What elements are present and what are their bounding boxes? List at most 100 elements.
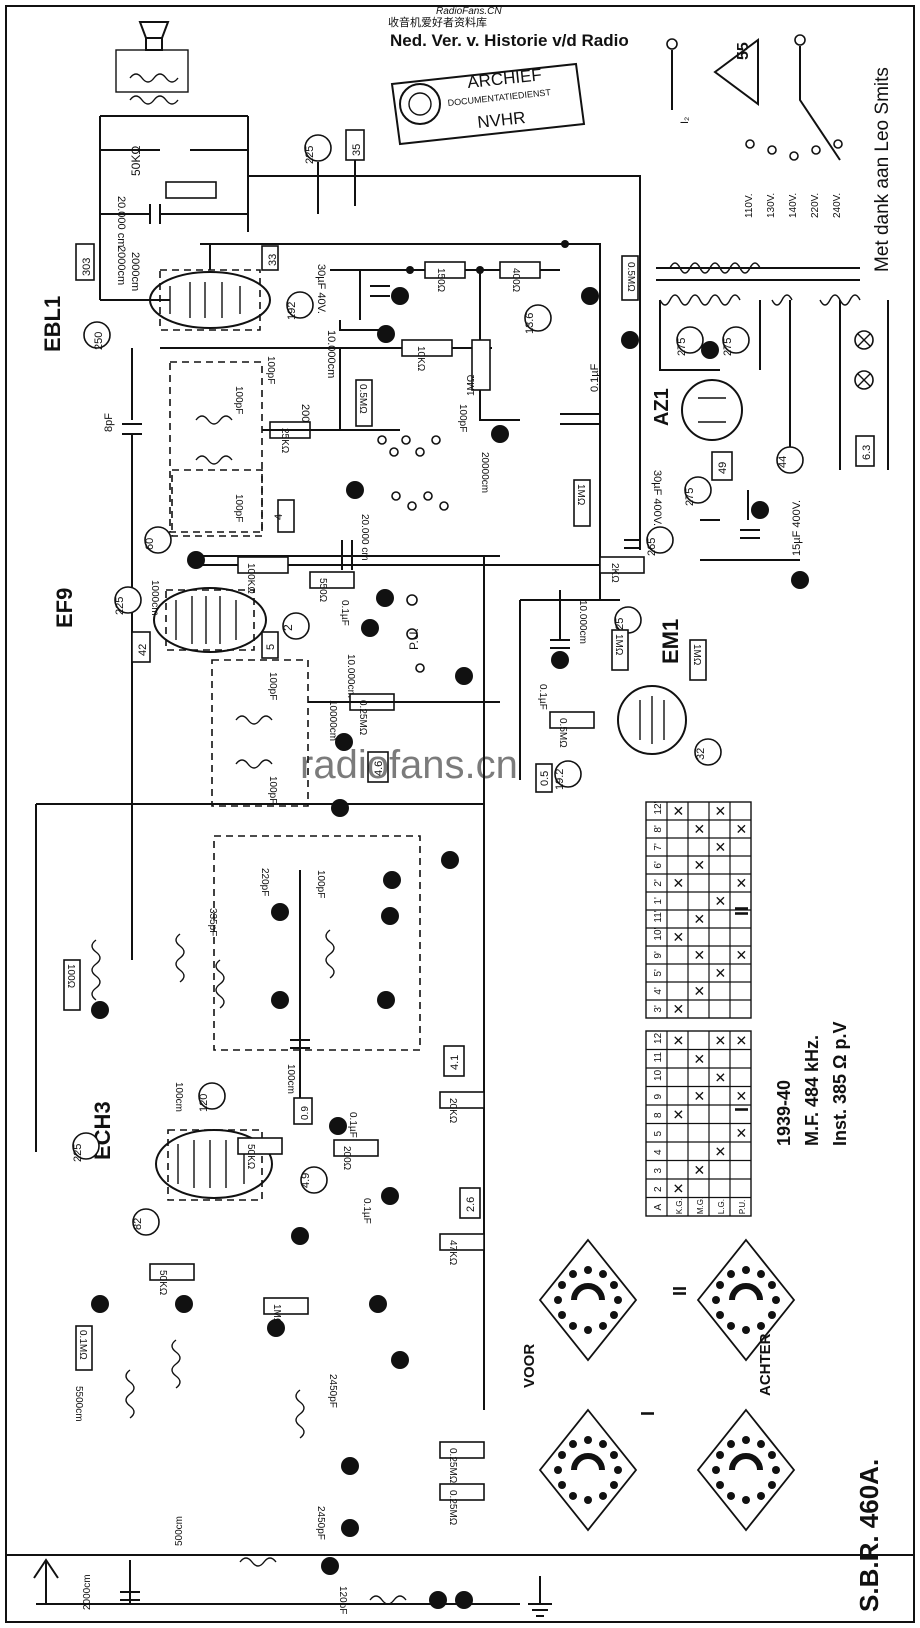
table-header: 1': [653, 897, 664, 905]
tube-label-ebl1: EBL1: [40, 296, 65, 352]
c-01uf-ef9: 0.1µF: [339, 600, 350, 626]
info-mf: M.F. 484 kHz.: [802, 1035, 822, 1146]
tube-az1: [681, 379, 743, 441]
r-550-label: 550Ω: [317, 578, 328, 603]
table-row-label: L.G.: [717, 1199, 726, 1214]
v-circle-120: 120: [198, 1094, 210, 1112]
wafer-contact: [716, 1281, 725, 1289]
r-1m2-label: 1MΩ: [575, 484, 586, 506]
watermark-cn: 收音机爱好者资料库: [388, 15, 487, 29]
tube-ebl1: [149, 269, 271, 331]
r-1m3-label: 1MΩ: [613, 634, 624, 656]
wafer-contact: [558, 1481, 567, 1489]
svg-text:55: 55: [735, 42, 752, 60]
wafer-contact: [558, 1311, 567, 1319]
tube-em1: [617, 685, 687, 755]
table-cell-mark: ✕: [673, 876, 685, 892]
r-05m2-label: 0.5MΩ: [357, 384, 368, 414]
wafer-contact: [727, 1491, 735, 1500]
wafer-contact: [569, 1440, 577, 1449]
stamp-archief: ARCHIEF: [466, 65, 542, 92]
wafer-roman-1: I: [638, 1411, 658, 1416]
wafer-contact: [727, 1270, 735, 1279]
table-cell-mark: ✕: [715, 1033, 727, 1049]
table-header: 12': [653, 801, 664, 814]
wafer-contact: [554, 1296, 562, 1304]
watermark-site: RadioFans.CN: [436, 6, 502, 17]
mains-220: 220V.: [810, 193, 821, 218]
r-1m5-label: 1MΩ: [271, 1304, 282, 1326]
c-100pf-if3b: 100pF: [267, 776, 278, 804]
v-circle-44: 44: [777, 456, 789, 468]
table-cell-mark: ✕: [694, 984, 706, 1000]
table-header: 12: [653, 1032, 664, 1044]
c-2450b-label: 2450pF: [315, 1506, 326, 1540]
wafer-contact: [599, 1321, 607, 1330]
table-header: 3: [653, 1167, 664, 1173]
v-circle-225-ech: 225: [72, 1144, 84, 1162]
wafer-contact: [599, 1440, 607, 1449]
table-cell-mark: ✕: [673, 930, 685, 946]
mains-240: 240V.: [832, 193, 843, 218]
switch-i2: I₂: [679, 117, 691, 124]
wafer-contact: [757, 1491, 765, 1500]
table1-roman: I: [732, 1107, 752, 1112]
c-100pf-if1b: 100pF: [233, 494, 244, 522]
c-01uf-label: 0.1µF: [589, 363, 601, 392]
wafer-contact: [584, 1496, 592, 1504]
v-circle-192b: 19.2: [554, 769, 566, 790]
r-10k-label: 10KΩ: [415, 346, 426, 372]
table-cell-mark: ✕: [694, 1089, 706, 1105]
c-20000b-label: 20000cm: [479, 452, 490, 493]
wafer-contact: [609, 1281, 618, 1289]
v-circle-136: 13.6: [524, 313, 536, 334]
wafer-contact: [569, 1270, 577, 1279]
tube-ef9: [153, 587, 267, 653]
c-1000-label: 1000cm: [149, 580, 160, 616]
info-year: 1939-40: [774, 1080, 794, 1146]
v-box-05: 0.5: [539, 771, 551, 786]
table-header: 4': [653, 987, 664, 995]
r-2k-label: 2KΩ: [609, 563, 620, 583]
r-50k-label: 50KΩ: [129, 146, 143, 176]
table-cell-mark: ✕: [694, 912, 706, 928]
table-cell-mark: ✕: [736, 948, 748, 964]
wafer-contact: [727, 1321, 735, 1330]
tube-ech3: [155, 1129, 273, 1201]
mains-110: 110V.: [744, 194, 755, 218]
table-cell-mark: ✕: [694, 858, 706, 874]
table-header: 11: [653, 1052, 664, 1063]
v-circle-82: 82: [132, 1218, 144, 1230]
v-circle-49: 4.9: [300, 1173, 312, 1188]
v-box-09: 0.9: [300, 1106, 311, 1120]
c-100pf-if3a: 100pF: [267, 672, 278, 700]
wafer-contact: [742, 1496, 750, 1504]
r-100k-label: 100KΩ: [245, 563, 256, 594]
v-circle-275c: 275: [684, 488, 696, 506]
table-row-label: M.G.: [696, 1197, 705, 1214]
mains-130: 130V.: [766, 193, 777, 218]
wafer-contact: [712, 1466, 720, 1474]
r-25k-label: 25KΩ: [279, 428, 290, 454]
wafer-contact: [584, 1266, 592, 1274]
switch-table-table2: 3'4'5'9'10'11'1'2'6'7'8'12'✕✕✕✕✕✕✕✕✕✕✕✕✕…: [645, 801, 752, 1019]
c-01uf-em1: 0.1µF: [537, 684, 548, 710]
table-cell-mark: ✕: [715, 1144, 727, 1160]
wafer-contact: [767, 1311, 776, 1319]
table-cell-mark: ✕: [673, 1107, 685, 1123]
c-100pf-vol: 100pF: [457, 404, 468, 432]
c-10000-if3: 10000cm: [327, 700, 338, 741]
table-header: 3': [653, 1005, 664, 1013]
wafer-switch-cluster: [346, 435, 449, 511]
wafer-contact: [599, 1270, 607, 1279]
table-header: 4: [653, 1149, 664, 1155]
wafer-contact: [609, 1311, 618, 1319]
table-header: 8: [653, 1112, 664, 1118]
c-30uf400-label: 30µF 400V.: [651, 470, 663, 526]
switch-table-table1: A234589101112K.G.✕✕✕M.G.✕✕✕L.G.✕✕✕P.U.✕✕…: [645, 1030, 752, 1217]
v-box-26: 2.6: [465, 1197, 477, 1212]
loudspeaker-icon: [115, 21, 189, 105]
header-title: Ned. Ver. v. Historie v/d Radio: [390, 31, 629, 50]
drawing-border: [5, 5, 915, 1623]
table-cell-mark: ✕: [715, 840, 727, 856]
